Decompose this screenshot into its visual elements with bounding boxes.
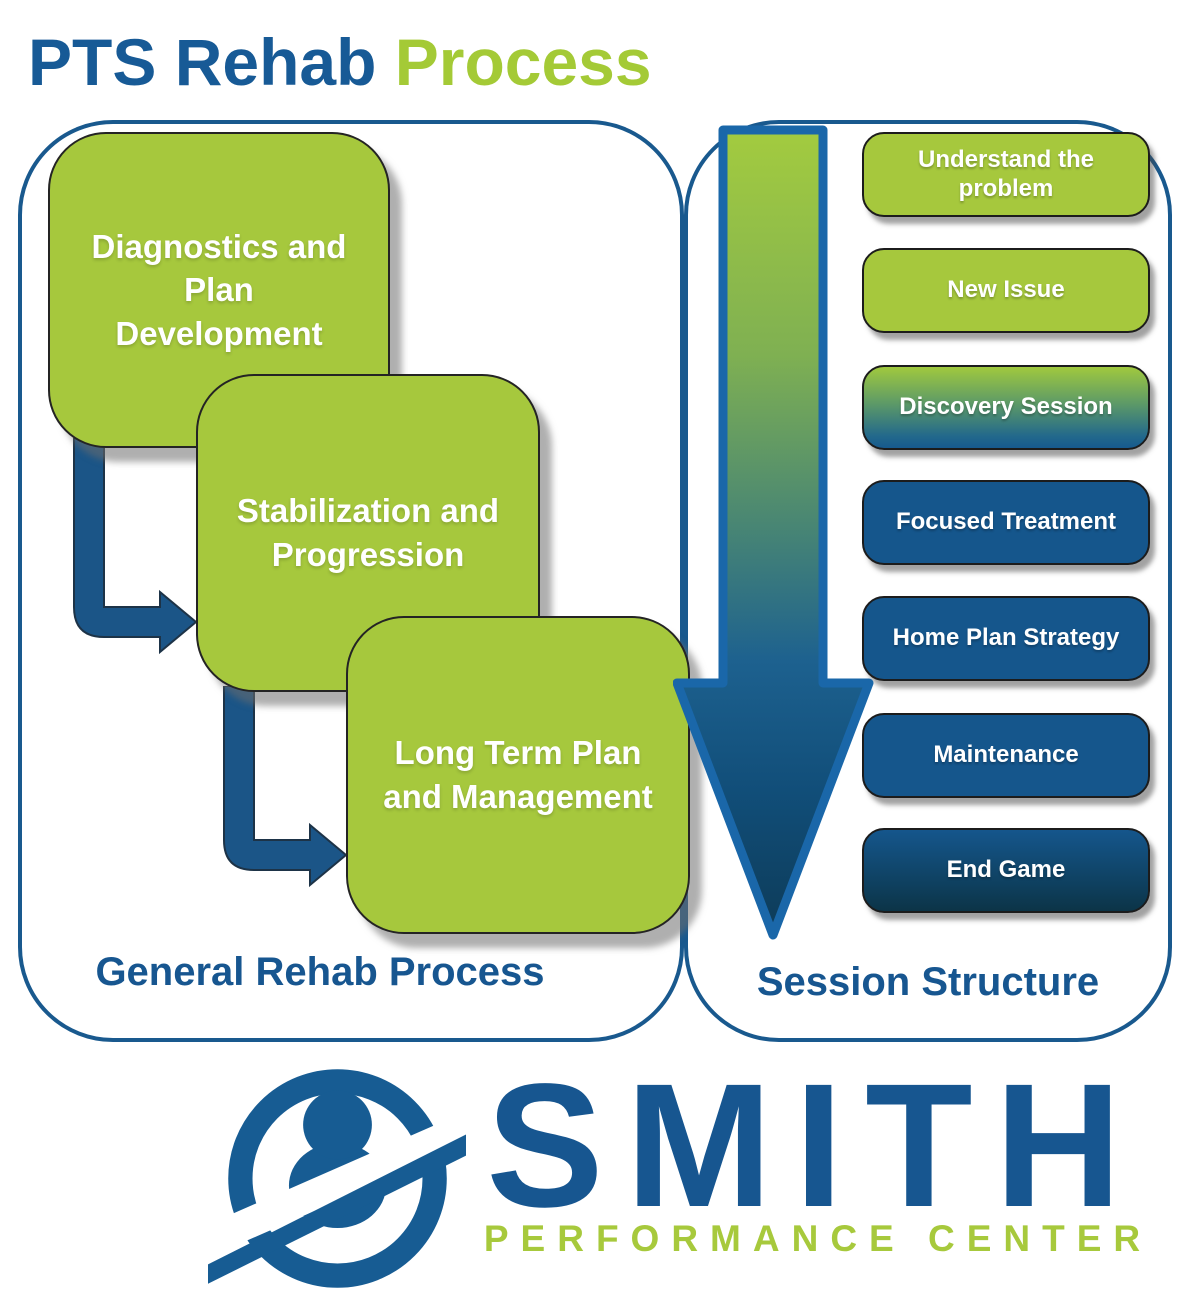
session-step-home-plan: Home Plan Strategy (862, 596, 1150, 681)
session-step-label: Discovery Session (899, 393, 1113, 421)
general-rehab-caption: General Rehab Process (95, 950, 545, 994)
logo-tagline: PERFORMANCE CENTER (483, 1218, 1153, 1259)
session-structure-caption: Session Structure (756, 960, 1100, 1004)
session-step-focused: Focused Treatment (862, 480, 1150, 565)
session-step-end-game: End Game (862, 828, 1150, 913)
session-step-label: Understand the problem (917, 145, 1094, 202)
rehab-step-box-long-term: Long Term Plan and Management (346, 616, 690, 934)
session-step-discovery: Discovery Session (862, 365, 1150, 450)
session-step-label: New Issue (947, 276, 1065, 304)
page-title: PTS Rehab Process (28, 26, 652, 99)
title-segment-blue: PTS Rehab (28, 25, 395, 99)
session-step-understand: Understand the problem (862, 132, 1150, 217)
session-step-new-issue: New Issue (862, 248, 1150, 333)
session-flow-arrow-icon (673, 125, 874, 940)
rehab-step-label: Diagnostics and Plan Development (91, 227, 347, 352)
session-step-label: End Game (946, 856, 1066, 884)
smith-logo-icon (208, 1069, 466, 1288)
session-step-maintenance: Maintenance (862, 713, 1150, 798)
rehab-step-label: Stabilization and Progression (236, 492, 500, 573)
session-step-label: Maintenance (933, 741, 1079, 769)
session-step-label: Focused Treatment (895, 508, 1117, 536)
flow-arrow-1-icon (73, 438, 198, 655)
title-segment-green: Process (394, 25, 652, 99)
rehab-step-label: Long Term Plan and Management (383, 734, 653, 815)
logo-wordmark: SMITH (486, 1048, 1144, 1244)
session-step-label: Home Plan Strategy (892, 624, 1120, 652)
flow-arrow-2-icon (223, 686, 348, 888)
